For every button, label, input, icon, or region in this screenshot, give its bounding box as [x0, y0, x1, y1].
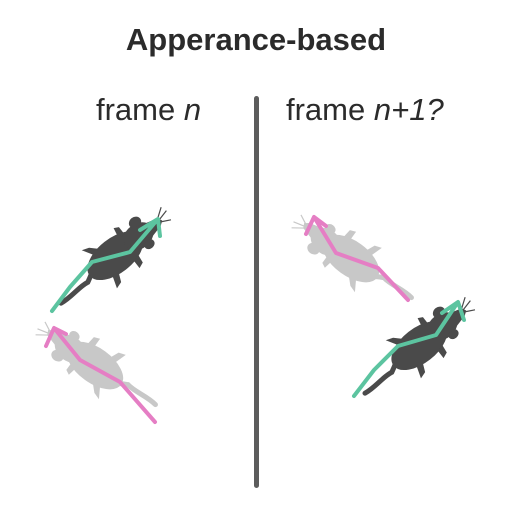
diagram-title: Apperance-based — [125, 22, 387, 57]
skeleton-green-frame-n-plus-1 — [352, 300, 466, 398]
skeleton-pink-frame-n — [44, 326, 157, 424]
mouse-light-frame-n — [26, 305, 169, 428]
mouse-dark-frame-n-plus-1 — [348, 285, 489, 411]
frame-n-plus-1-label-var: n+1? — [373, 92, 444, 127]
skeleton-green-frame-n — [50, 217, 162, 313]
frame-n-label-text: frame — [96, 92, 184, 127]
frame-n-label: frame n — [96, 92, 201, 128]
frame-n-plus-1-label: frame n+1? — [286, 92, 444, 128]
frame-n-plus-1-label-text: frame — [286, 92, 374, 127]
skeleton-pink-frame-n-plus-1 — [304, 215, 410, 302]
frame-divider — [254, 96, 259, 488]
frame-n-label-var: n — [183, 92, 202, 127]
